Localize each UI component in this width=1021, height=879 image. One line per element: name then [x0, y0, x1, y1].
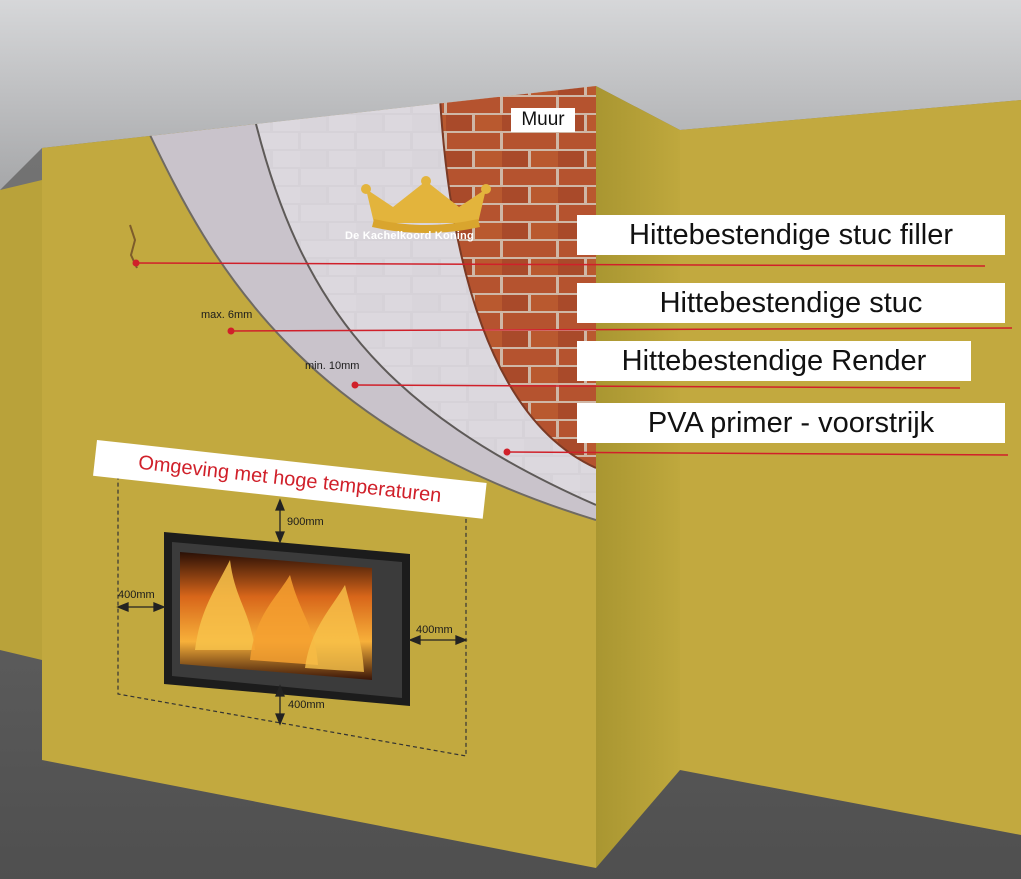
clearance-left-label: 400mm	[118, 589, 155, 601]
arrow-head	[153, 602, 166, 612]
wall-label: Muur	[511, 108, 575, 132]
brick-edge	[439, 97, 596, 469]
thickness-note-min: min. 10mm	[305, 360, 360, 372]
brick-wall	[440, 86, 596, 468]
chimney-side	[596, 86, 680, 868]
right-back-wall	[680, 100, 1021, 835]
flame	[195, 560, 255, 650]
leader-line-stuc	[230, 327, 1013, 332]
arrow-head	[408, 635, 421, 645]
render-edge	[149, 134, 596, 521]
stuc-edge	[254, 119, 596, 506]
layer-label-pva: PVA primer - voorstrijk	[577, 403, 1005, 443]
arrow-head	[275, 498, 285, 511]
layer-label-render: Hittebestendige Render	[577, 341, 971, 381]
leader-lines	[135, 262, 1013, 456]
arrow-head	[116, 602, 129, 612]
dimension-arrows	[116, 498, 468, 726]
leader-dots	[132, 259, 511, 456]
clearance-top-label: 900mm	[287, 516, 324, 528]
logo-text: De Kachelkoord Koning	[345, 230, 474, 242]
leader-dot-pva	[503, 448, 511, 456]
flame-shapes	[195, 560, 364, 672]
arrow-head	[275, 684, 285, 697]
layer-label-stuc: Hittebestendige stuc	[577, 283, 1005, 323]
arrow-head	[275, 713, 285, 726]
thickness-note-max: max. 6mm	[201, 309, 253, 321]
arrow-head	[455, 635, 468, 645]
leader-line-filler	[135, 262, 986, 267]
clearance-bottom-label: 400mm	[288, 699, 325, 711]
leader-dot-stuc	[227, 327, 235, 335]
leader-dot-filler	[132, 259, 140, 267]
leader-line-render	[354, 384, 961, 389]
leader-dot-render	[351, 381, 359, 389]
clearance-right-label: 400mm	[416, 624, 453, 636]
layer-label-filler: Hittebestendige stuc filler	[577, 215, 1005, 255]
arrow-head	[275, 531, 285, 544]
flame	[305, 585, 364, 672]
leader-line-pva	[506, 451, 1009, 456]
ceiling	[0, 0, 1021, 190]
crown-icon	[361, 176, 491, 233]
flame	[250, 575, 318, 665]
left-back-wall	[0, 180, 42, 660]
